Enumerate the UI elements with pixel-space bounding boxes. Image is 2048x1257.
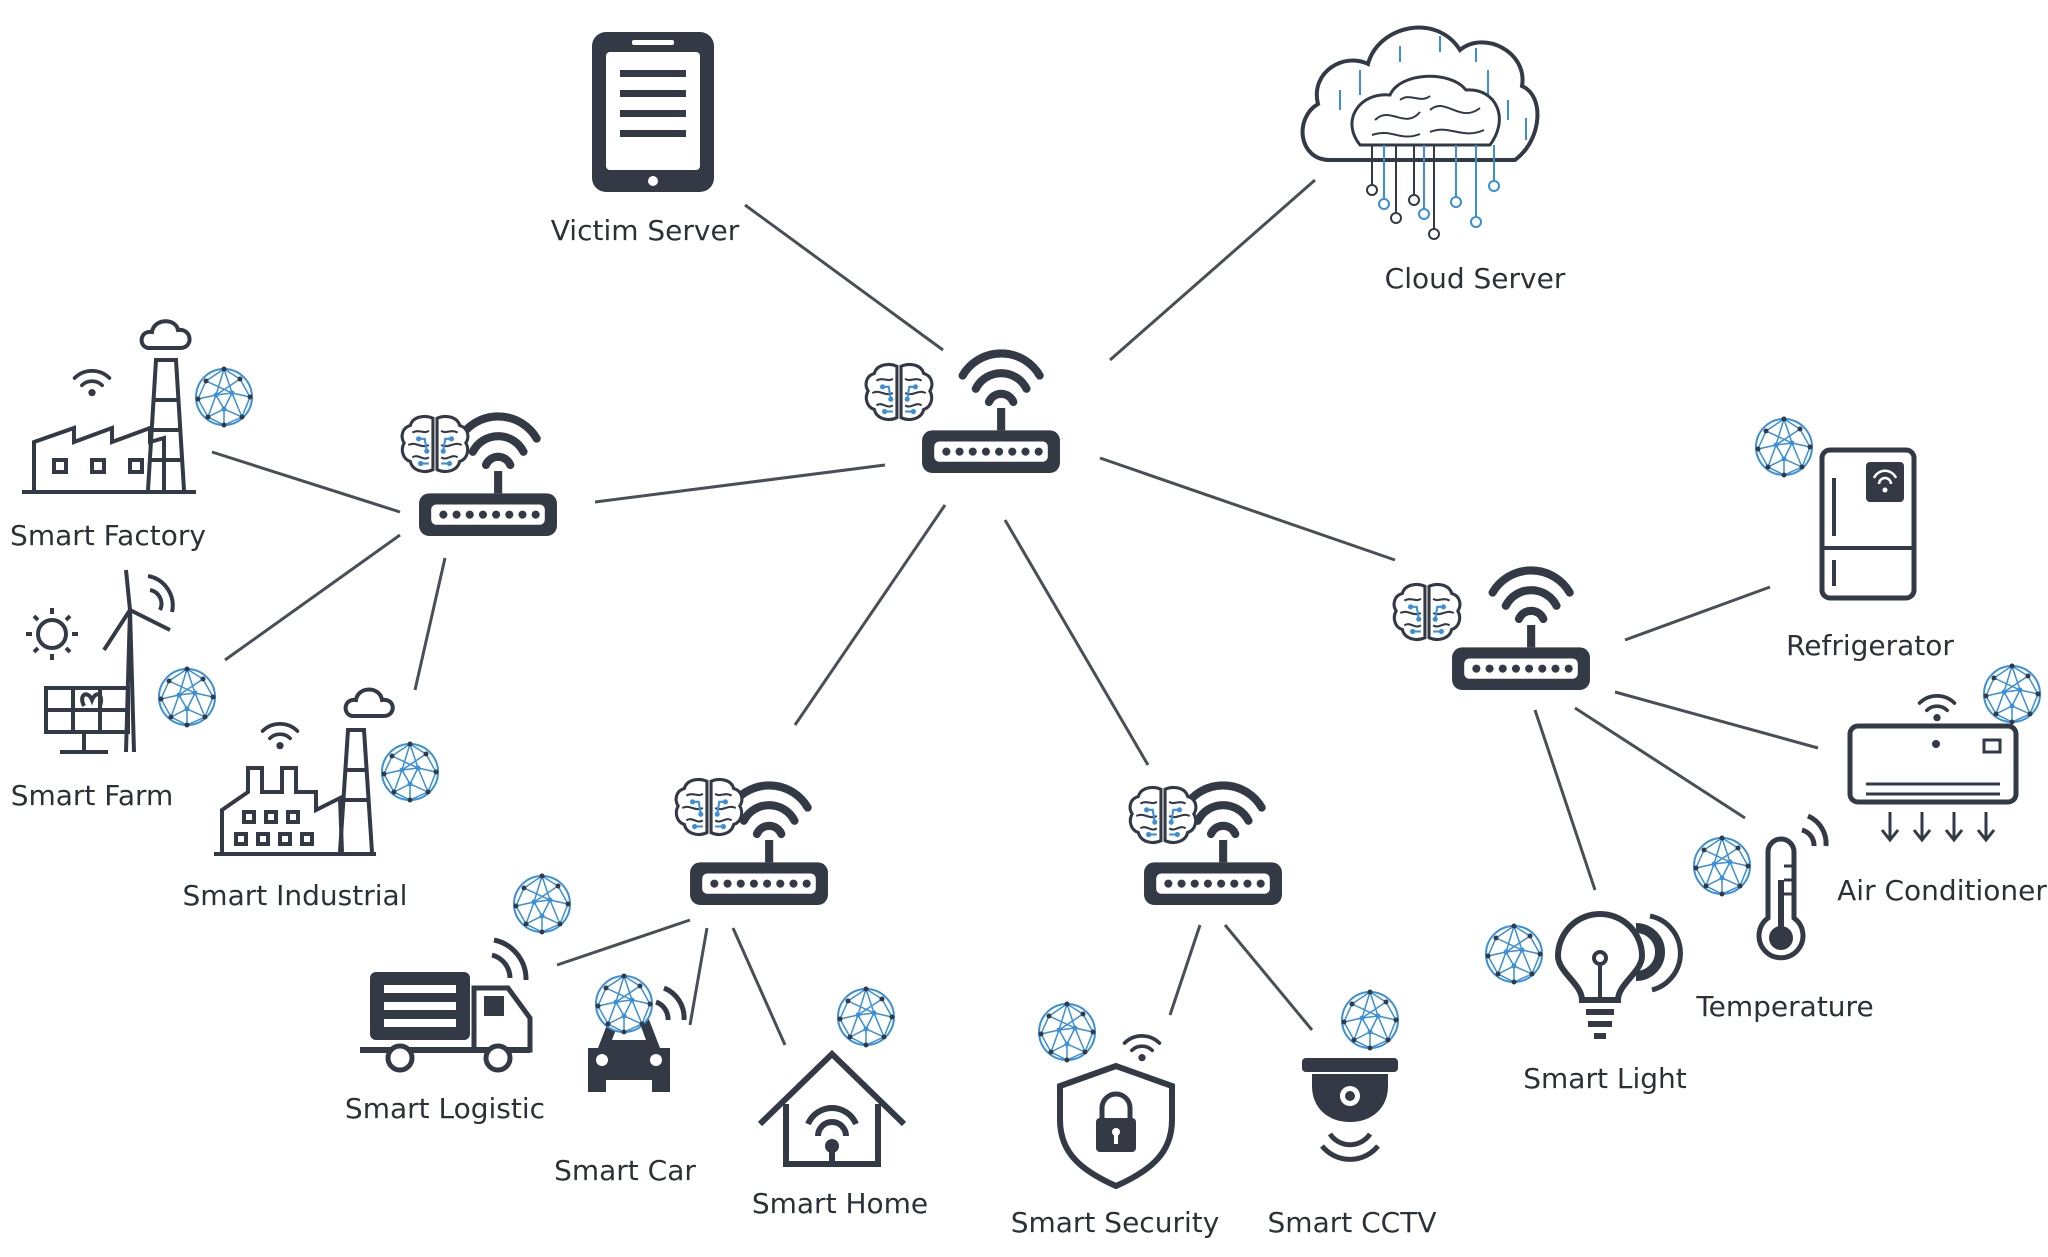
link-industrial-factory <box>211 450 401 514</box>
smart-home-node: Smart Home <box>752 985 928 1220</box>
smart-logistic-node: Smart Logistic <box>345 872 572 1125</box>
victim-server-node: Victim Server <box>551 32 740 247</box>
ai-network-icon <box>1037 1000 1097 1064</box>
cloud-server-node: Cloud Server <box>1300 25 1566 295</box>
link-mobility-car <box>688 927 709 1026</box>
router-hub-industrial <box>400 414 557 536</box>
wifi-signal-icon <box>1917 694 1957 722</box>
ai-network-icon <box>836 985 896 1049</box>
ai-brain-icon <box>1392 582 1462 642</box>
smart-farm-node: Smart Farm <box>11 569 217 812</box>
link-main-appliance-hub <box>1099 456 1396 562</box>
smart-light-node: Smart Light <box>1484 911 1687 1095</box>
link-appliance-smart-light <box>1533 709 1597 891</box>
smart-farm-label: Smart Farm <box>11 779 174 812</box>
smart-factory-label: Smart Factory <box>10 519 206 552</box>
wifi-router-icon <box>1452 570 1590 690</box>
link-appliance-temperature <box>1574 706 1746 820</box>
smart-car-node: Smart Car <box>554 972 696 1187</box>
wifi-signal-icon <box>260 722 300 750</box>
smart-cctv-label: Smart CCTV <box>1268 1206 1437 1239</box>
smart-cctv-node: Smart CCTV <box>1268 988 1437 1239</box>
victim-server-label: Victim Server <box>551 214 740 247</box>
ai-network-icon <box>1484 922 1544 986</box>
link-security-shield <box>1168 924 1202 1016</box>
router-hub-security <box>1128 785 1282 905</box>
ai-network-icon <box>512 872 572 936</box>
router-hub-appliances <box>1392 570 1590 690</box>
link-mobility-home <box>731 927 787 1046</box>
air-conditioner-node: Air Conditioner <box>1837 662 2047 907</box>
link-security-cctv <box>1223 924 1314 1031</box>
ai-network-icon <box>594 972 654 1036</box>
wifi-signal-icon <box>1122 1034 1162 1062</box>
smart-security-label: Smart Security <box>1011 1206 1220 1239</box>
shield-lock-icon <box>1057 1062 1175 1190</box>
smart-logistic-label: Smart Logistic <box>345 1092 545 1125</box>
router-hub-mobility-home <box>674 777 828 904</box>
ai-brain-icon <box>864 362 934 422</box>
refrigerator-icon <box>1819 447 1917 601</box>
wifi-router-icon <box>922 353 1060 473</box>
tablet-server-icon <box>592 32 714 192</box>
factory-icon <box>22 319 196 494</box>
cloud-brain-icon <box>1300 25 1540 240</box>
link-main-victim-server <box>744 203 944 352</box>
solar-wind-farm-icon <box>26 569 175 754</box>
air-conditioner-icon <box>1847 723 2019 843</box>
temperature-node: Temperature <box>1692 813 1874 1023</box>
cctv-camera-icon <box>1302 1058 1398 1162</box>
ai-network-icon <box>380 740 440 804</box>
truck-icon <box>360 937 533 1073</box>
link-industrial-farm <box>224 533 401 662</box>
link-main-cloud-server <box>1109 178 1316 362</box>
link-industrial-plant <box>413 557 447 691</box>
light-bulb-icon <box>1554 911 1683 1039</box>
smart-industrial-node: Smart Industrial <box>183 687 440 912</box>
air-conditioner-label: Air Conditioner <box>1837 874 2047 907</box>
ai-network-icon <box>157 665 217 729</box>
ai-brain-icon <box>674 777 744 837</box>
temperature-label: Temperature <box>1695 990 1873 1023</box>
ai-brain-icon <box>1128 785 1198 845</box>
thermometer-icon <box>1756 813 1829 961</box>
link-mobility-logistic <box>556 918 691 967</box>
link-appliance-refrigerator <box>1624 585 1771 642</box>
link-appliance-air-conditioner <box>1614 690 1819 750</box>
ai-network-icon <box>1692 834 1752 898</box>
ai-network-icon <box>1340 988 1400 1052</box>
link-main-mobility-hub <box>793 504 947 726</box>
smart-light-label: Smart Light <box>1523 1062 1686 1095</box>
ai-network-icon <box>194 365 254 429</box>
refrigerator-label: Refrigerator <box>1786 629 1954 662</box>
ai-network-icon <box>1982 662 2042 726</box>
router-hub-main <box>864 353 1060 473</box>
smart-factory-node: Smart Factory <box>10 319 254 552</box>
network-links <box>211 178 1819 1046</box>
link-main-security-hub <box>1003 519 1150 766</box>
wifi-signal-icon <box>72 369 112 397</box>
smart-industrial-label: Smart Industrial <box>183 879 408 912</box>
ai-network-icon <box>1754 415 1814 479</box>
smart-security-node: Smart Security <box>1011 1000 1220 1239</box>
smart-car-label: Smart Car <box>554 1154 696 1187</box>
refrigerator-node: Refrigerator <box>1754 415 1954 662</box>
home-icon <box>757 1049 907 1167</box>
industrial-plant-icon <box>214 687 395 856</box>
link-main-industrial-hub <box>594 463 886 504</box>
smart-home-label: Smart Home <box>752 1187 928 1220</box>
ai-brain-icon <box>400 414 470 474</box>
cloud-server-label: Cloud Server <box>1385 262 1566 295</box>
